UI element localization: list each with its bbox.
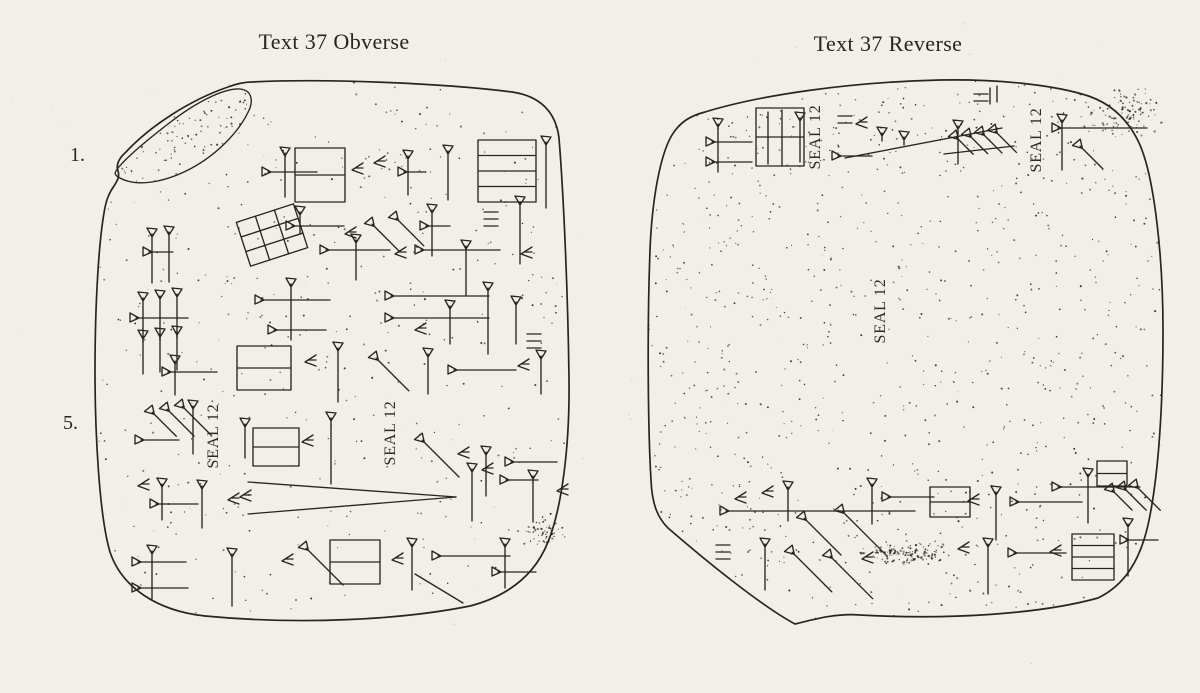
obverse-line-number-5: 5. — [63, 412, 78, 434]
obverse-tablet — [94, 79, 570, 622]
reverse-tablet — [647, 79, 1164, 625]
reverse-erosion-patch — [860, 539, 950, 565]
seal-label-reverse-center: SEAL 12 — [872, 278, 889, 344]
seal-label-reverse-top-right: SEAL 12 — [1028, 107, 1045, 173]
obverse-title: Text 37 Obverse — [258, 29, 410, 54]
reverse-tablet-outline — [647, 79, 1164, 625]
obverse-damage-outline — [114, 88, 252, 184]
seal-label-reverse-top-left: SEAL 12 — [807, 104, 824, 170]
seal-label-obverse-right: SEAL 12 — [382, 400, 399, 466]
reverse-title: Text 37 Reverse — [813, 31, 963, 56]
obverse-line-number-1: 1. — [70, 144, 85, 166]
reverse-cuneiform-signs — [705, 85, 1161, 600]
obverse-cuneiform-signs — [129, 135, 569, 607]
seal-label-obverse-left: SEAL 12 — [205, 403, 222, 469]
scan-speckle — [12, 23, 1162, 665]
obverse-erosion-patch — [517, 515, 566, 545]
reverse-corner-stippling — [1087, 88, 1163, 138]
